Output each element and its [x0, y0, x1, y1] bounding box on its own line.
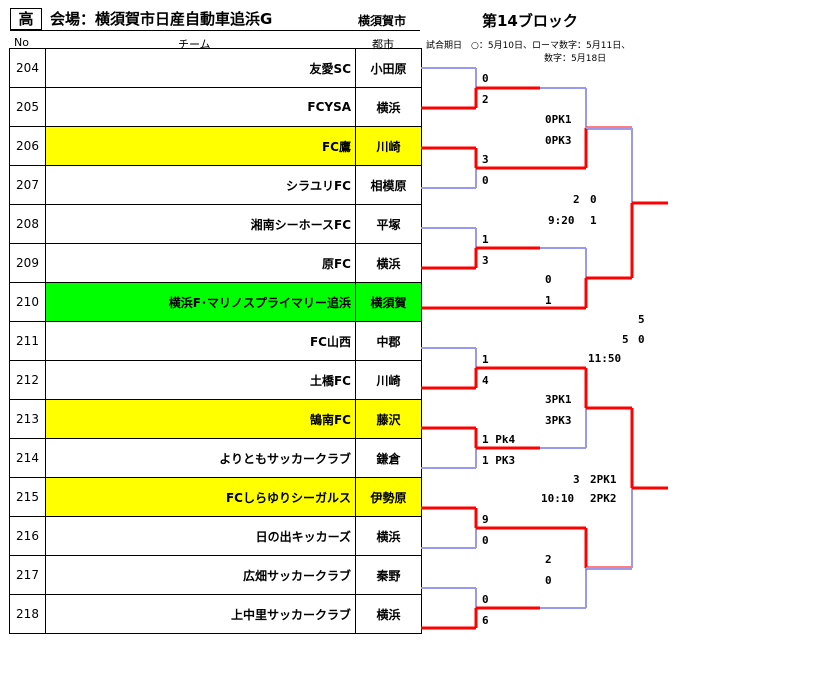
- team-city: 伊勢原: [355, 477, 422, 517]
- score-r1m2-bot: 0: [482, 174, 489, 187]
- team-number: 208: [9, 204, 46, 244]
- time-final: 11:50: [588, 352, 622, 365]
- score-r1m5-top: 1 Pk4: [482, 433, 516, 446]
- col-header-no: No: [14, 36, 29, 49]
- team-number: 209: [9, 243, 46, 283]
- score-r2m3-top: 3PK1: [545, 393, 572, 406]
- score-r2m3-bot: 3PK3: [545, 414, 572, 427]
- score-r3m2-top: 2PK1: [590, 473, 617, 486]
- col-header-team: チーム: [178, 38, 211, 51]
- team-city: 相模原: [355, 165, 422, 205]
- team-city: 秦野: [355, 555, 422, 595]
- schedule-note-1: 試合期日 ○：5月10日、ローマ数字：5月11日、: [426, 41, 631, 51]
- score-r2m2-top: 0: [545, 273, 552, 286]
- team-city: 横浜: [355, 594, 422, 634]
- team-name: FC山西: [45, 321, 356, 361]
- team-name: 湘南シーホースFC: [45, 204, 356, 244]
- team-number: 213: [9, 399, 46, 439]
- block-title: 第14ブロック: [482, 12, 578, 30]
- score-r2m4-top: 2: [545, 553, 552, 566]
- score-r1m6-bot: 0: [482, 534, 489, 547]
- score-r3m1-left: 2: [573, 193, 580, 206]
- score-final-bot: 0: [638, 333, 645, 346]
- team-city: 鎌倉: [355, 438, 422, 478]
- team-number: 215: [9, 477, 46, 517]
- team-city: 横須賀: [355, 282, 422, 322]
- team-name: 広畑サッカークラブ: [45, 555, 356, 595]
- team-city: 藤沢: [355, 399, 422, 439]
- venue-city: 横須賀市: [358, 14, 407, 28]
- team-city: 小田原: [355, 48, 422, 88]
- grade-mark: 高: [10, 8, 42, 30]
- score-r1m3-top: 1: [482, 233, 489, 246]
- time-r3m1: 9:20: [548, 214, 575, 227]
- score-r1m5-bot: 1 PK3: [482, 454, 516, 467]
- score-r2m4-bot: 0: [545, 574, 552, 587]
- team-name: よりともサッカークラブ: [45, 438, 356, 478]
- score-r2m1-top: 0PK1: [545, 113, 572, 126]
- team-name: 原FC: [45, 243, 356, 283]
- score-final-top: 5: [638, 313, 645, 326]
- team-number: 218: [9, 594, 46, 634]
- score-r1m1-top: 0: [482, 72, 489, 85]
- score-r1m2-top: 3: [482, 153, 489, 166]
- score-r1m7-bot: 6: [482, 614, 489, 627]
- score-r1m4-top: 1: [482, 353, 489, 366]
- team-name: 友愛SC: [45, 48, 356, 88]
- team-name: 土橋FC: [45, 360, 356, 400]
- venue-title: 会場：横須賀市日産自動車追浜G: [50, 10, 273, 28]
- team-name: FC鷹: [45, 126, 356, 166]
- score-r3m1-bot: 1: [590, 214, 597, 227]
- score-r2m1-bot: 0PK3: [545, 134, 572, 147]
- score-r3m1-top: 0: [590, 193, 597, 206]
- team-city: 横浜: [355, 516, 422, 556]
- score-final-left: 5: [622, 333, 629, 346]
- team-number: 210: [9, 282, 46, 322]
- score-r3m2-bot: 2PK2: [590, 492, 617, 505]
- score-r1m3-bot: 3: [482, 254, 489, 267]
- team-name: 上中里サッカークラブ: [45, 594, 356, 634]
- col-header-city: 都市: [372, 38, 394, 51]
- score-r3m2-left: 3: [573, 473, 580, 486]
- schedule-note-2: 数字：5月18日: [544, 54, 607, 64]
- team-number: 214: [9, 438, 46, 478]
- team-number: 216: [9, 516, 46, 556]
- header-underline: [10, 30, 420, 31]
- score-r1m7-top: 0: [482, 593, 489, 606]
- team-name: シラユリFC: [45, 165, 356, 205]
- team-city: 横浜: [355, 243, 422, 283]
- score-r1m4-bot: 4: [482, 374, 489, 387]
- time-r3m2: 10:10: [541, 492, 575, 505]
- score-r1m1-bot: 2: [482, 93, 489, 106]
- score-r2m2-bot: 1: [545, 294, 552, 307]
- team-city: 川崎: [355, 126, 422, 166]
- team-city: 川崎: [355, 360, 422, 400]
- team-city: 中郡: [355, 321, 422, 361]
- team-city: 平塚: [355, 204, 422, 244]
- score-r1m6-top: 9: [482, 513, 489, 526]
- team-name: FCしらゆりシーガルス: [45, 477, 356, 517]
